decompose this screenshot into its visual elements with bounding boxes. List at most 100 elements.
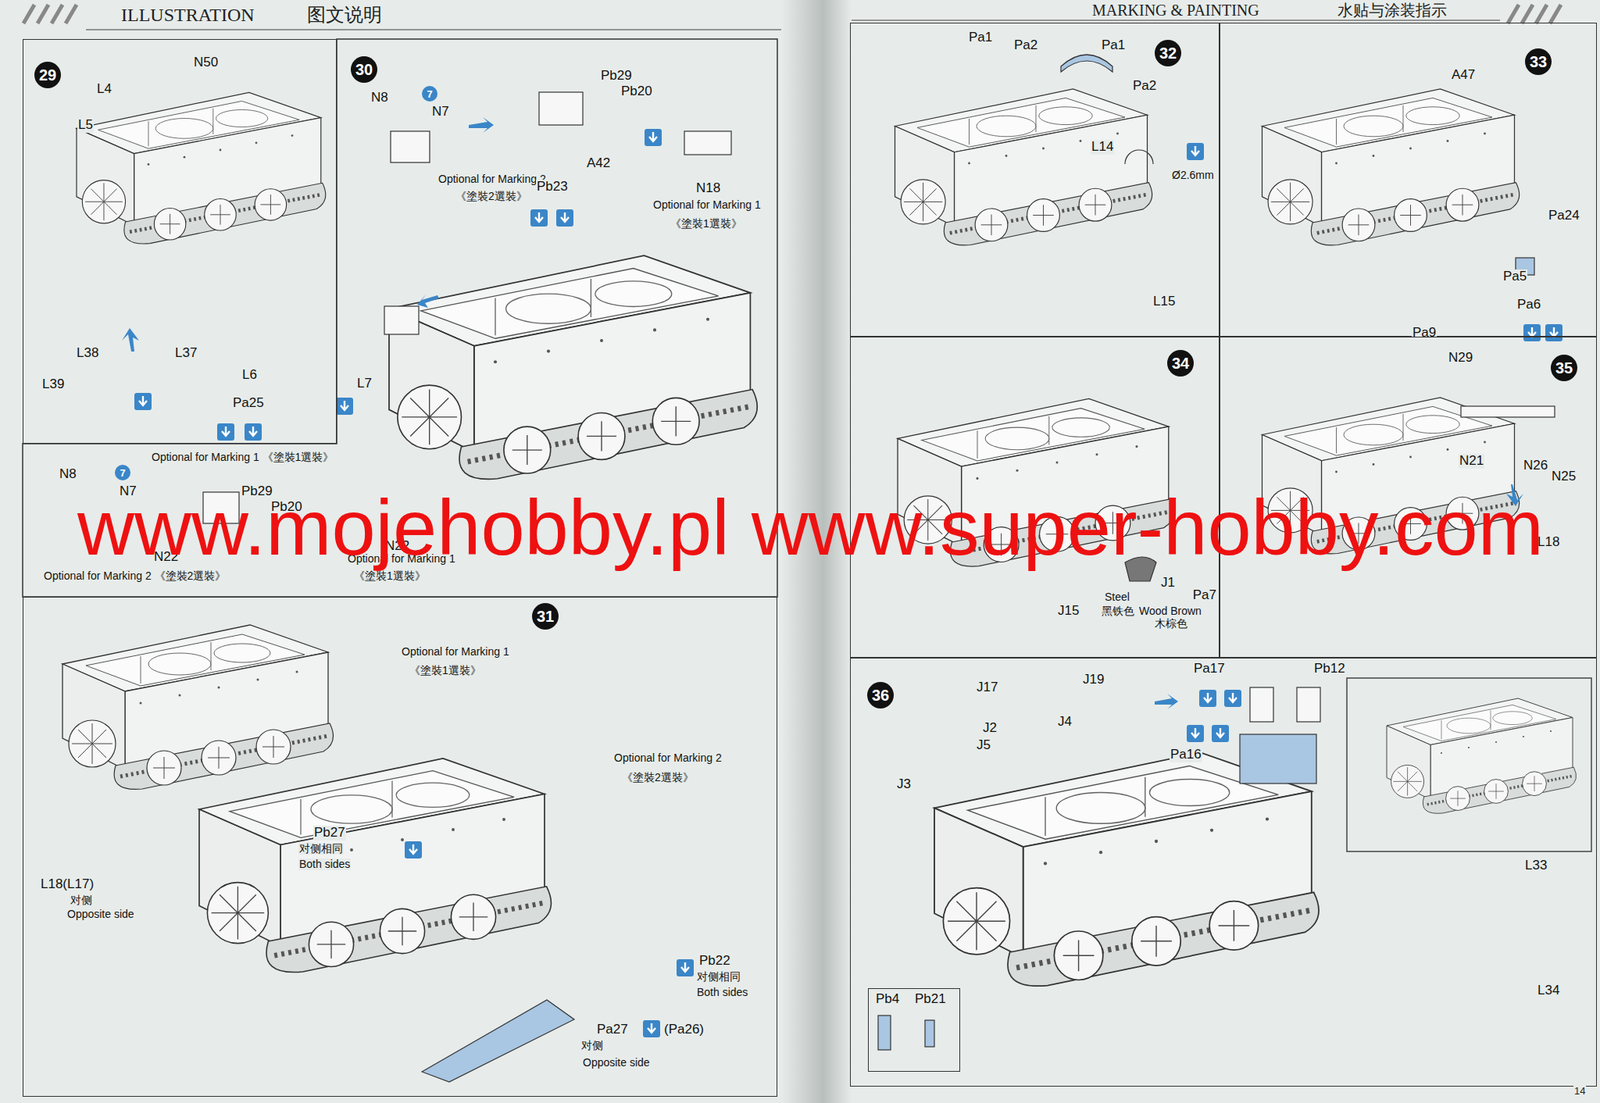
part-label: Opposite side — [582, 1057, 651, 1069]
part-label: L6 — [241, 367, 258, 383]
step-panel: Optional for Marking 1《塗裝1選裝》Optional fo… — [22, 596, 778, 1097]
part-label: Pb4 — [875, 992, 900, 1008]
step-number: 31 — [532, 603, 559, 630]
part-label: Pa6 — [1516, 297, 1542, 313]
part-label: Pb27 — [313, 825, 347, 841]
part-label: N21 — [1458, 453, 1485, 469]
assembly-arrows — [121, 117, 1524, 710]
part-label: Pa1 — [967, 30, 993, 46]
part-label: N18 — [695, 181, 722, 197]
step-number: 32 — [1154, 39, 1182, 67]
step-number-text: 32 — [1159, 45, 1177, 61]
part-label: L15 — [1152, 294, 1176, 310]
part-label: J1 — [1160, 575, 1176, 591]
part-label: N8 — [370, 90, 390, 106]
part-label: Steel — [1103, 591, 1131, 604]
step-number-text: 7 — [426, 89, 433, 100]
part-label: Pb20 — [620, 84, 654, 100]
part-label: L5 — [77, 117, 94, 133]
part-label: 对侧 — [580, 1039, 604, 1052]
step-number-text: 30 — [355, 61, 373, 78]
part-label: L33 — [1524, 858, 1548, 874]
step-number-text: 29 — [39, 67, 57, 83]
step-number: 29 — [34, 61, 61, 89]
part-label: Ø2.6mm — [1171, 169, 1215, 182]
instruction-icons — [134, 128, 1563, 1038]
header-title: MARKING & PAINTING — [1091, 1, 1261, 19]
part-label: Both sides — [298, 858, 351, 871]
part-label: J4 — [1057, 714, 1073, 730]
part-label: N26 — [1522, 458, 1549, 474]
part-label: 《塗裝1選裝》 — [669, 217, 743, 230]
step-panel: Pa1Pa2Pa1Pa2L14Ø2.6mmL1532 — [850, 22, 1220, 337]
part-label: Pb22 — [698, 953, 732, 969]
part-label: L18(L17) — [39, 877, 95, 893]
part-label: Pa5 — [1502, 269, 1528, 285]
part-label: (Pa26) — [663, 1022, 705, 1038]
detail-inset — [1346, 678, 1592, 852]
part-label: J15 — [1057, 603, 1080, 619]
part-label: Optional for Marking 1 《塗裝1選裝》 — [150, 451, 335, 464]
part-label: N50 — [192, 55, 219, 71]
part-label: Pa17 — [1192, 661, 1226, 677]
part-label: Optional for Marking 1 — [652, 199, 762, 211]
part-label: A42 — [585, 156, 611, 172]
part-label: Pa25 — [232, 396, 265, 411]
part-label: Optional for Marking 2 — [437, 173, 547, 186]
part-label: Optional for Marking 2 《塗裝2選裝》 — [42, 570, 227, 583]
step-panel: N50L4L5L38L37L39L6Pa2529 — [22, 39, 337, 444]
part-label: Pa24 — [1547, 208, 1581, 224]
step-number-text: 7 — [119, 467, 125, 479]
part-label: 对侧 — [69, 894, 93, 907]
header-title: 水贴与涂装指示 — [1336, 1, 1448, 19]
part-box: Pb4Pb21 — [867, 988, 961, 1072]
part-label: 黑铁色 — [1100, 605, 1136, 618]
step-number-text: 36 — [871, 687, 890, 704]
part-label: L7 — [356, 376, 373, 392]
watermark: www.mojehobby.pl www.super-hobby.com — [76, 484, 1545, 572]
page-number: 14 — [1573, 1085, 1586, 1097]
step-number: 30 — [350, 56, 378, 83]
part-label: Pa27 — [596, 1022, 629, 1038]
part-label: Pb23 — [535, 179, 569, 195]
part-label: 《塗裝2選裝》 — [454, 190, 529, 203]
part-label: Pa9 — [1411, 325, 1437, 341]
part-label: L38 — [75, 346, 100, 361]
header-title: ILLUSTRATION — [120, 4, 256, 25]
part-label: J5 — [975, 738, 992, 754]
part-label: A47 — [1450, 67, 1476, 83]
part-label: Pa16 — [1169, 747, 1203, 763]
part-label: N25 — [1550, 469, 1577, 485]
part-label: Pa2 — [1132, 78, 1158, 94]
step-number: 34 — [1167, 350, 1194, 377]
part-label: L37 — [174, 346, 198, 361]
part-label: 《塗裝1選裝》 — [353, 570, 427, 583]
part-label: Pb29 — [600, 68, 633, 84]
step-number: 33 — [1525, 48, 1552, 75]
part-label: L14 — [1090, 139, 1115, 155]
part-label: Wood Brown — [1138, 605, 1203, 618]
part-label: Optional for Marking 1 — [400, 646, 511, 658]
part-label: 《塗裝2選裝》 — [621, 771, 695, 784]
part-label: Pb12 — [1313, 661, 1347, 677]
step-number-text: 34 — [1171, 355, 1190, 372]
step-number: 36 — [867, 682, 894, 709]
part-label: Opposite side — [66, 908, 136, 921]
part-label: N29 — [1447, 350, 1474, 366]
step-number-text: 33 — [1529, 53, 1547, 70]
part-label: J17 — [975, 680, 999, 696]
part-label: Pa7 — [1192, 588, 1218, 604]
step-number: 35 — [1550, 354, 1578, 382]
part-label: L39 — [41, 377, 65, 393]
part-label: J19 — [1082, 672, 1105, 688]
part-label: 对侧相同 — [298, 842, 344, 855]
part-label: J3 — [896, 777, 912, 793]
part-label: 木棕色 — [1153, 617, 1189, 630]
step-number-text: 35 — [1555, 360, 1573, 376]
part-label: Optional for Marking 2 — [613, 752, 723, 765]
part-label: Both sides — [696, 986, 749, 999]
part-label: J2 — [982, 721, 998, 736]
part-label: Pa2 — [1013, 38, 1039, 54]
step-number-text: 31 — [536, 608, 554, 625]
